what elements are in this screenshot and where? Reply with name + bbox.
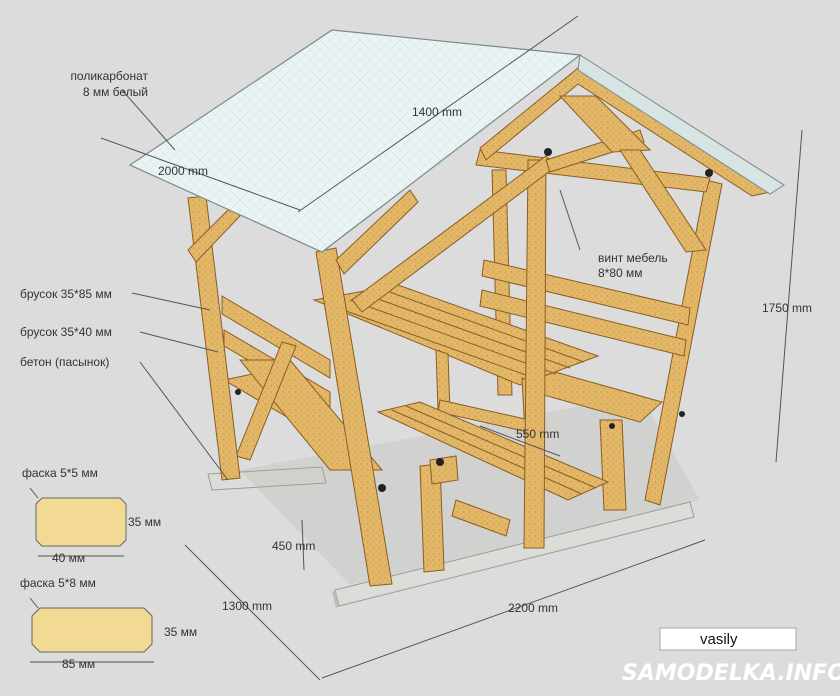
signature: vasily (700, 631, 738, 648)
roof-material-label: поликарбонат (70, 69, 148, 83)
depth-label: 1300 mm (222, 599, 272, 613)
length-label: 2200 mm (508, 601, 558, 615)
section-small-width: 40 мм (52, 551, 85, 565)
height-label: 1750 mm (762, 301, 812, 315)
section-large-width: 85 мм (62, 657, 95, 671)
roof-length-label: 1400 mm (412, 105, 462, 119)
section-small: фаска 5*5 мм 35 мм 40 мм (22, 466, 161, 565)
foundation-label: бетон (пасынок) (20, 355, 109, 369)
beam-small-label: брусок 35*40 мм (20, 325, 112, 339)
gable-frame (479, 67, 772, 253)
dimension-lines (100, 15, 803, 681)
section-small-height: 35 мм (128, 515, 161, 529)
roof-width-label: 2000 mm (158, 164, 208, 178)
section-large: фаска 5*8 мм 35 мм 85 мм (20, 576, 197, 671)
beam-large-label: брусок 35*85 мм (20, 287, 112, 301)
screw-label: винт мебель (598, 251, 668, 265)
front-bench (376, 401, 610, 573)
section-large-chamfer: фаска 5*8 мм (20, 576, 96, 590)
section-small-chamfer: фаска 5*5 мм (22, 466, 98, 480)
bench-height-label: 450 mm (272, 539, 315, 553)
roof-material-label-2: 8 мм белый (83, 85, 148, 99)
roof (128, 29, 785, 253)
left-posts (187, 189, 419, 587)
dimension-labels: поликарбонат 8 мм белый 1400 mm 2000 mm … (20, 69, 812, 615)
screw-label-2: 8*80 мм (598, 266, 643, 280)
table-width-label: 550 mm (516, 427, 559, 441)
screw-dots (235, 148, 713, 492)
ground-shadow (240, 395, 700, 585)
watermark: SAMODELKA.INFO (622, 661, 840, 686)
section-large-height: 35 мм (164, 625, 197, 639)
credits: vasily SAMODELKA.INFO (622, 627, 840, 686)
